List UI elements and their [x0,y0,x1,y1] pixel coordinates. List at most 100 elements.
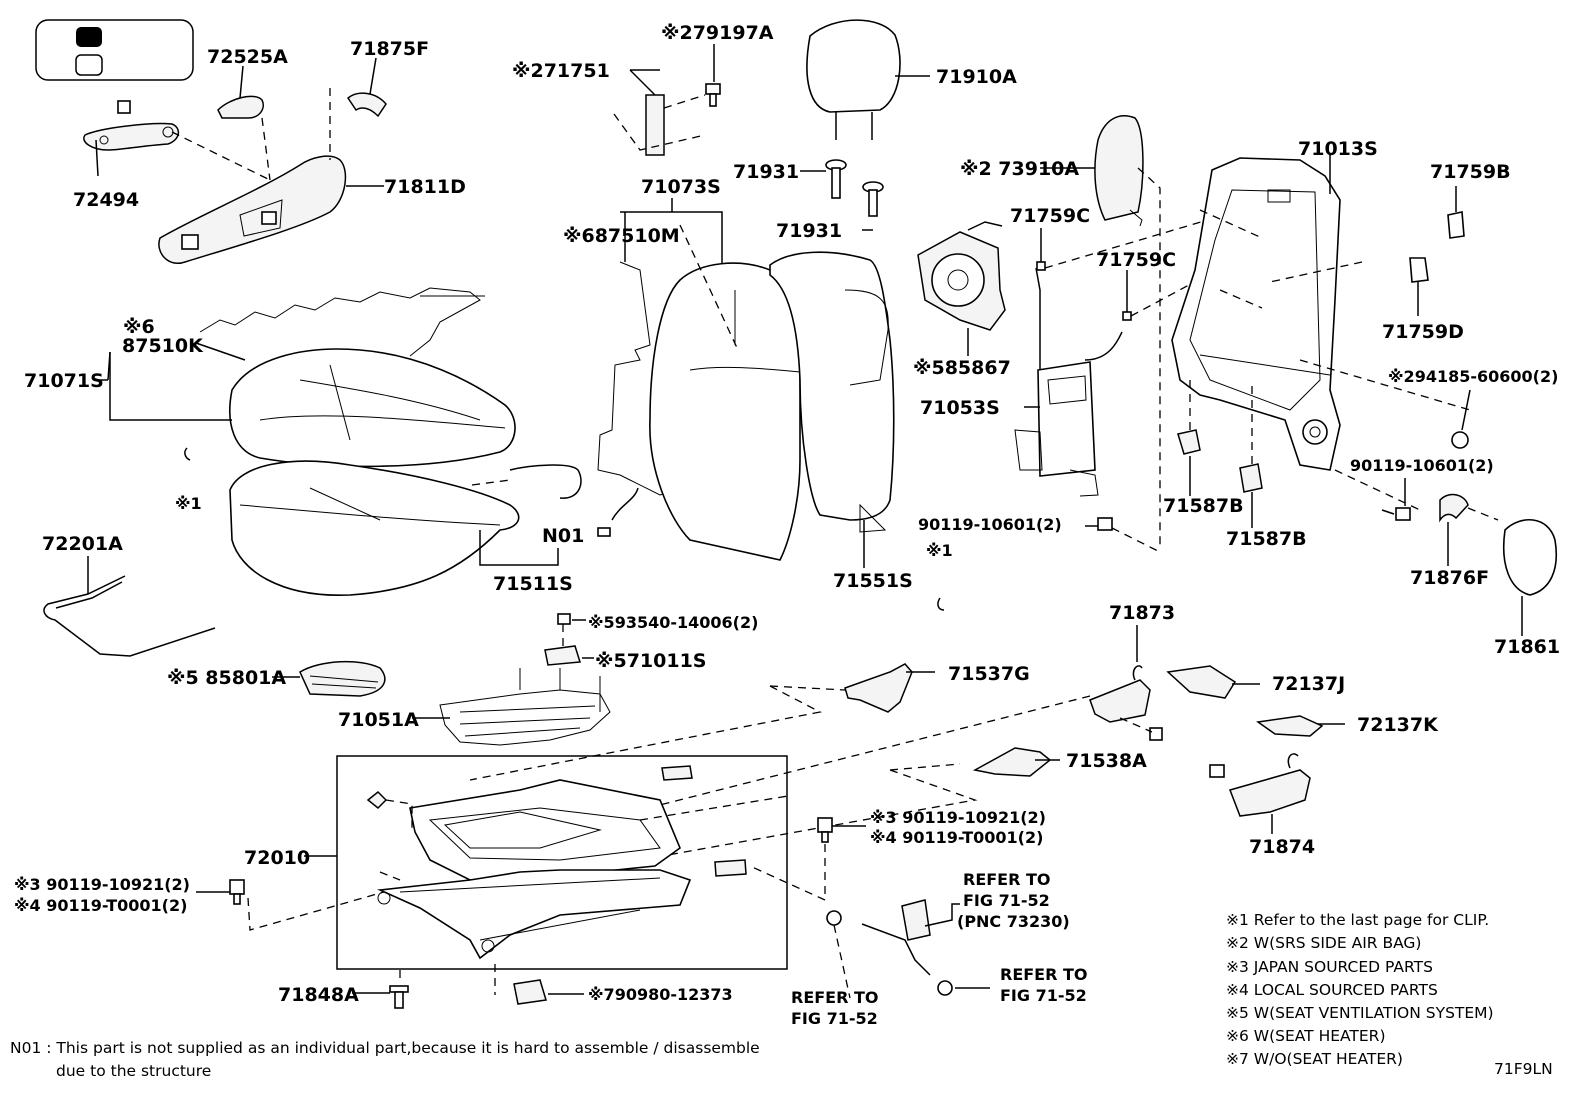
label-71931-lower: 71931 [776,220,842,242]
part-71861-drawing [1502,518,1557,636]
label-73910A: ※2 73910A [960,158,1079,180]
label-71071S: 71071S [24,370,104,392]
label-90119-T0001-left: ※4 90119-T0001(2) [14,896,187,915]
part-71931a-drawing [800,159,847,199]
label-85867: ※585867 [913,357,1011,379]
part-71873-bolt-drawing [1149,727,1163,741]
part-72525A-drawing [217,65,264,119]
figure-code: 71F9LN [1494,1060,1553,1078]
bolt-90119-10601a-drawing [1381,478,1411,521]
label-71073S: 71073S [641,176,721,198]
label-71811D: 71811D [384,176,466,198]
label-71910A: 71910A [936,66,1017,88]
legend-note: ※5 W(SEAT VENTILATION SYSTEM) [1226,1004,1494,1022]
part-71931b-drawing [862,181,884,231]
label-71759C-upper: 71759C [1010,205,1090,227]
label-90980-12373: ※790980-12373 [588,985,733,1004]
label-71537G: 71537G [948,663,1030,685]
label-71759D: 71759D [1382,321,1464,343]
part-71587B-a-drawing [1177,429,1201,496]
part-71873-drawing [1089,625,1151,723]
label-71587B-right: 71587B [1226,528,1307,550]
label-clip-mid: ※1 [926,541,953,560]
label-71011S: ※571011S [595,650,706,672]
part-87510K-drawing [195,287,485,361]
refer-1-line2: FIG 71-52 [963,891,1050,910]
swatch-filled-icon [76,27,102,47]
part-90980-drawing [513,979,584,1005]
bolt-90119-10921l-drawing [196,879,245,905]
part-71759D-drawing [1409,257,1429,316]
part-71537G-drawing [844,663,935,713]
legend-notes: ※1 Refer to the last page for CLIP. ※2 W… [1226,911,1494,1068]
bolt-90119-10601b-drawing [1085,517,1113,531]
part-71551S-drawing [769,251,895,568]
part-71876F-drawing [1439,493,1469,566]
legend-note: ※7 W/O(SEAT HEATER) [1226,1050,1403,1068]
label-71013S: 71013S [1298,138,1378,160]
part-71051A-drawing [412,668,611,746]
part-71053S-drawing [1014,267,1123,497]
part-71811D-drawing [158,155,384,265]
refer-1-line3: (PNC 73230) [957,912,1070,931]
part-85801A-drawing [272,660,386,697]
legend-note: ※4 LOCAL SOURCED PARTS [1226,981,1438,999]
part-94185-drawing [1451,389,1471,449]
label-90119-10601-mid: 90119-10601(2) [918,515,1062,534]
part-71848A-drawing [352,985,409,1009]
label-N01: N01 [542,525,584,547]
part-71587B-b-drawing [1239,463,1263,528]
footnote-line2: due to the structure [56,1062,211,1080]
label-71759B: 71759B [1430,161,1511,183]
label-71875F: 71875F [350,38,429,60]
seat-track-frame-box [336,755,788,970]
label-90119-10921-left: ※3 90119-10921(2) [14,875,190,894]
label-71053S: 71053S [920,397,1000,419]
legend-note: ※3 JAPAN SOURCED PARTS [1226,958,1433,976]
part-71751-drawing [629,69,665,156]
swatch-empty-icon [75,54,103,76]
refer-1-line1: REFER TO [963,870,1051,889]
label-90119-T0001-right: ※4 90119-T0001(2) [870,828,1043,847]
label-71931-upper: 71931 [733,161,799,183]
label-85801A: ※5 85801A [167,667,286,689]
part-87510M-drawing [597,212,671,496]
label-71587B-left: 71587B [1163,495,1244,517]
part-72494-drawing [83,100,180,177]
label-clip-left: ※1 [175,494,202,513]
refer-2-line1: REFER TO [1000,965,1088,984]
label-71876F: 71876F [1410,567,1489,589]
part-79197A-drawing [705,44,721,107]
footnote-line1: N01 : This part is not supplied as an in… [10,1039,760,1057]
part-85867-drawing [917,221,1006,356]
legend-note: ※6 W(SEAT HEATER) [1226,1027,1386,1045]
part-N01-drawing [509,464,639,537]
label-79197A: ※279197A [661,22,774,44]
label-72137K: 72137K [1357,714,1439,736]
label-90119-10921-right: ※3 90119-10921(2) [870,808,1046,827]
part-71910A-drawing [806,19,930,140]
label-71861: 71861 [1494,636,1560,658]
part-71759C-b-drawing [1122,311,1132,321]
bolt-90119-10921r-drawing [817,817,866,843]
label-72137J: 72137J [1272,673,1345,695]
label-72010: 72010 [244,847,310,869]
label-72494: 72494 [73,189,139,211]
part-71013S-drawing [1171,155,1341,471]
part-72201A-drawing [43,556,216,657]
part-72137K-drawing [1256,715,1345,737]
label-71848A: 71848A [278,984,359,1006]
part-72010-drawing [366,765,747,960]
label-71874: 71874 [1249,836,1315,858]
refer-3-line1: REFER TO [791,988,879,1007]
part-72137J-drawing [1166,665,1260,699]
label-71751: ※271751 [512,60,610,82]
label-71051A: 71051A [338,709,419,731]
label-71873: 71873 [1109,602,1175,624]
label-71538A: 71538A [1066,750,1147,772]
part-71759C-a-drawing [1036,261,1046,271]
label-72525A: 72525A [207,46,288,68]
legend-note: ※1 Refer to the last page for CLIP. [1226,911,1489,929]
